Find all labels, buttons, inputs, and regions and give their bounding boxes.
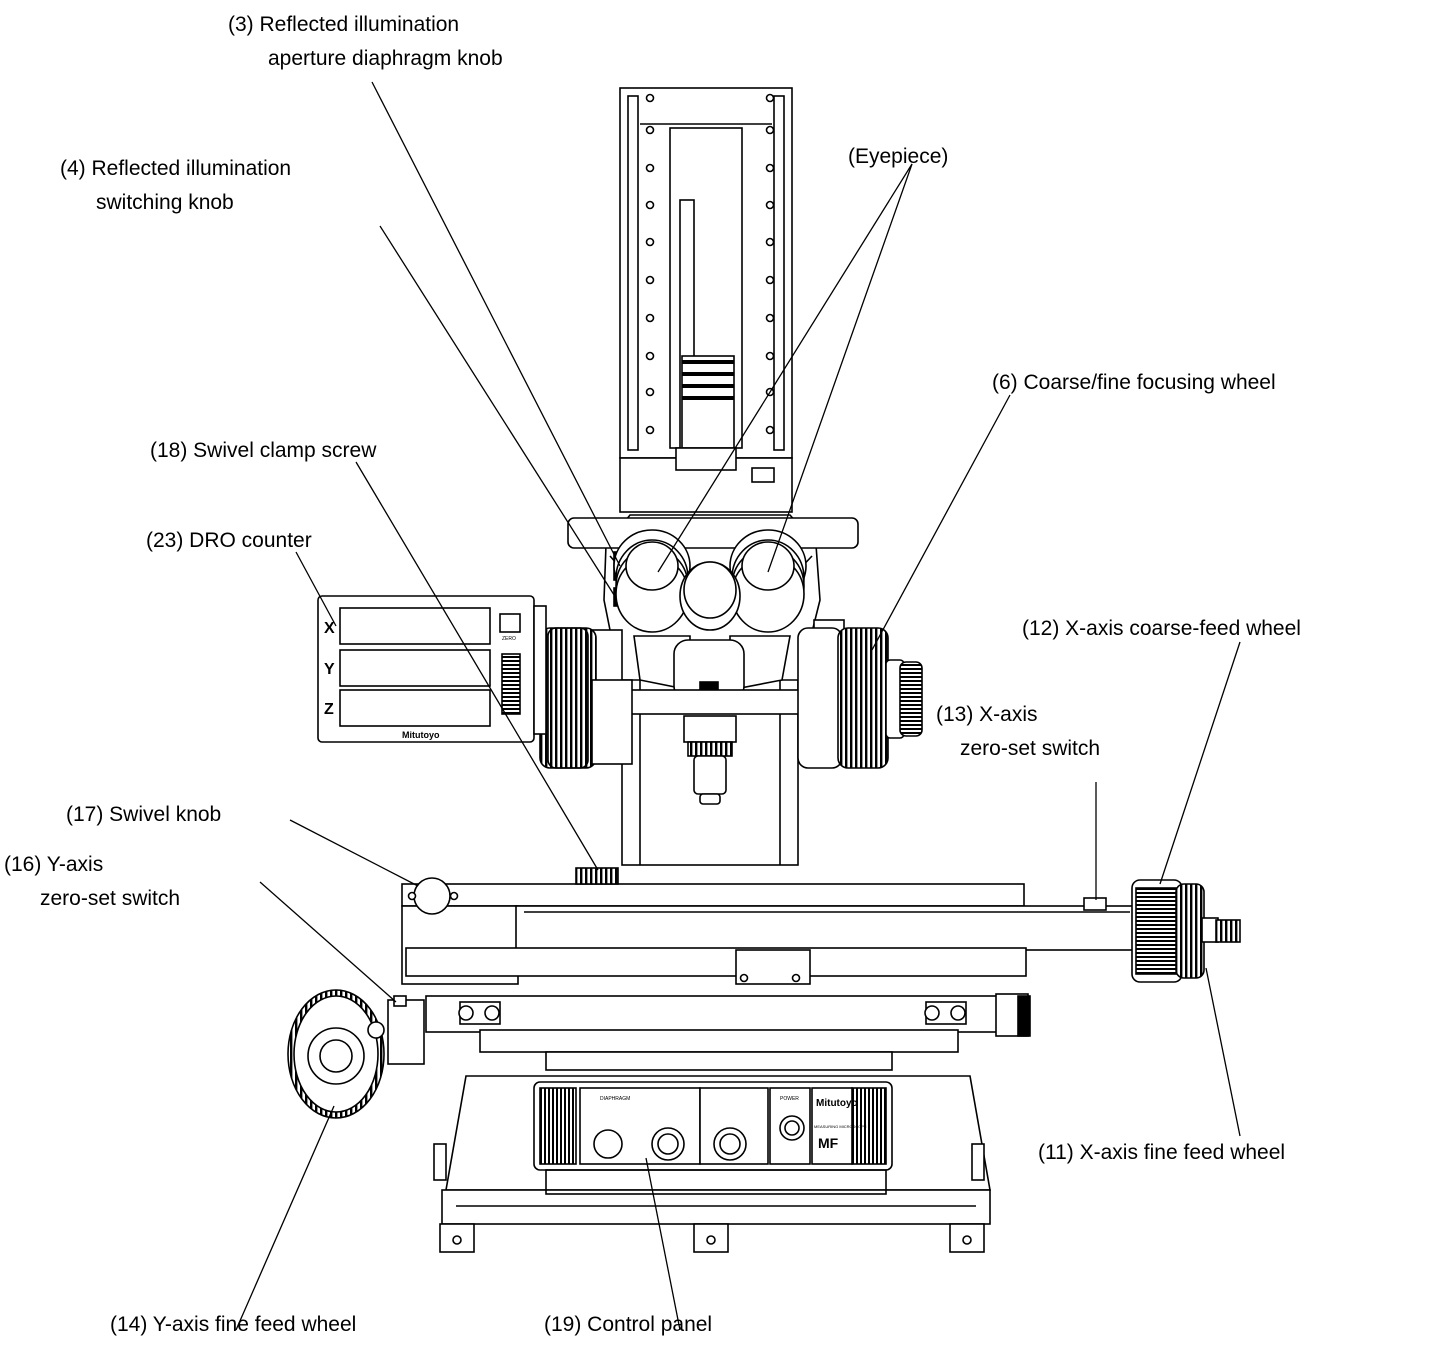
label-14: (14) Y-axis fine feed wheel: [110, 1313, 357, 1336]
leader-11: [1205, 967, 1241, 1137]
label-3-line2: aperture diaphragm knob: [268, 47, 503, 70]
label-3-line1: (3) Reflected illumination: [228, 13, 460, 36]
label-16-line1: (16) Y-axis: [4, 853, 104, 876]
leader-eyepiece-1: [657, 163, 913, 573]
control-panel: [533, 1081, 893, 1195]
y-stage: [287, 989, 1031, 1119]
leader-3: [371, 81, 621, 567]
leader-4: [379, 225, 617, 599]
focusing-wheel-left: [539, 627, 633, 769]
label-19: (19) Control panel: [544, 1313, 713, 1336]
label-11: (11) X-axis fine feed wheel: [1038, 1141, 1286, 1164]
leader-14: [235, 1105, 335, 1331]
panel-power-label: POWER: [780, 1096, 799, 1102]
panel-diaphragm-label: DIAPHRAGM: [600, 1096, 630, 1102]
dro-counter: [317, 595, 547, 743]
dro-axis-x: X: [324, 620, 335, 637]
leader-16: [259, 881, 397, 1003]
leader-eyepiece-2: [767, 163, 913, 573]
label-18: (18) Swivel clamp screw: [150, 439, 377, 462]
label-4-line1: (4) Reflected illumination: [60, 157, 292, 180]
label-16-line2: zero-set switch: [40, 887, 181, 910]
label-13-line2: zero-set switch: [960, 737, 1101, 760]
focusing-wheel-right: [797, 627, 923, 769]
leader-18: [355, 461, 599, 871]
label-6: (6) Coarse/fine focusing wheel: [992, 371, 1276, 394]
leader-lines: [235, 81, 1241, 1331]
label-12: (12) X-axis coarse-feed wheel: [1022, 617, 1301, 640]
dro-axis-z: Z: [324, 701, 334, 718]
leader-17: [289, 819, 419, 887]
dro-axis-y: Y: [324, 661, 335, 678]
x-axis-wheels: [1131, 879, 1241, 983]
label-4-line2: switching knob: [96, 191, 234, 214]
column-screws-left: [645, 93, 655, 435]
panel-model: MF: [818, 1135, 839, 1151]
label-17: (17) Swivel knob: [66, 803, 222, 826]
leader-6: [871, 394, 1011, 651]
label-eyepiece: (Eyepiece): [848, 145, 949, 168]
leader-23: [295, 551, 337, 627]
x-stage: [401, 867, 1135, 985]
dro-brand: Mitutoyo: [402, 730, 440, 740]
dro-zero-label: ZERO: [502, 636, 516, 642]
eyepieces: [613, 529, 807, 633]
leader-19: [645, 1157, 681, 1331]
panel-sub: MEASURING MICROSCOPE: [814, 1124, 867, 1129]
leader-12: [1159, 641, 1241, 885]
label-23: (23) DRO counter: [146, 529, 312, 552]
label-13-line1: (13) X-axis: [936, 703, 1038, 726]
panel-brand: Mitutoyo: [816, 1098, 858, 1109]
